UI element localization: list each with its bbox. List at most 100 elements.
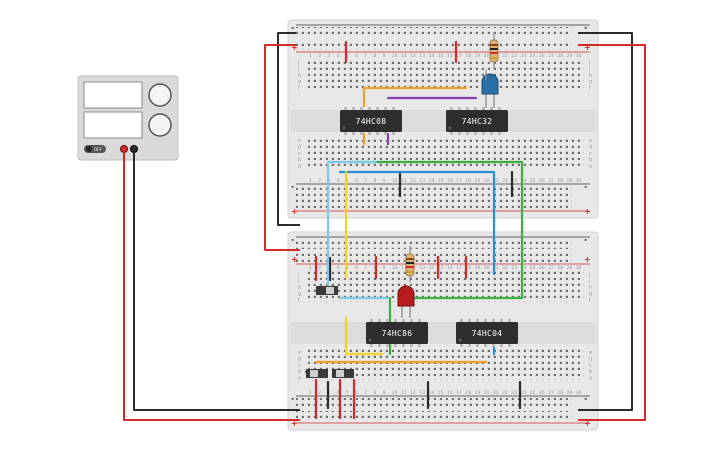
- row-letter: e: [589, 350, 592, 356]
- row-letter: h: [589, 73, 592, 79]
- column-number: 30: [576, 390, 582, 396]
- row-letter: c: [298, 151, 301, 157]
- column-number: 25: [530, 53, 536, 59]
- column-number: 6: [355, 53, 358, 59]
- column-number: 29: [567, 265, 573, 271]
- column-number: 14: [429, 390, 435, 396]
- ic-chip-74hc86[interactable]: 74HC86: [366, 319, 428, 347]
- column-number: 18: [465, 390, 471, 396]
- column-number: 20: [484, 265, 490, 271]
- row-letter: e: [589, 138, 592, 144]
- column-number: 17: [456, 390, 462, 396]
- row-letter: g: [298, 291, 301, 297]
- column-number: 1: [309, 265, 312, 271]
- row-letter: a: [298, 376, 301, 382]
- column-number: 23: [511, 178, 517, 184]
- column-number: 9: [383, 53, 386, 59]
- row-letter: i: [589, 278, 590, 284]
- column-number: 10: [392, 265, 398, 271]
- column-number: 9: [383, 178, 386, 184]
- column-number: 14: [429, 53, 435, 59]
- led-red[interactable]: [397, 285, 415, 318]
- column-number: 2: [318, 265, 321, 271]
- column-number: 21: [493, 265, 499, 271]
- column-number: 21: [493, 178, 499, 184]
- column-number: 8: [373, 178, 376, 184]
- column-number: 1: [309, 390, 312, 396]
- column-number: 28: [557, 178, 563, 184]
- row-letter: d: [298, 356, 301, 362]
- column-number: 19: [475, 53, 481, 59]
- column-number: 10: [392, 178, 398, 184]
- column-number: 22: [502, 265, 508, 271]
- row-letter: b: [298, 157, 301, 163]
- column-number: 14: [429, 265, 435, 271]
- column-number: 16: [447, 178, 453, 184]
- column-number: 16: [447, 265, 453, 271]
- column-number: 6: [355, 265, 358, 271]
- ic-chip-74hc04[interactable]: 74HC04: [456, 319, 518, 347]
- current-knob[interactable]: [148, 113, 172, 137]
- column-number: 24: [521, 178, 527, 184]
- column-number: 12: [410, 53, 416, 59]
- rail-plus-label: +: [291, 207, 298, 216]
- column-number: 4: [337, 390, 340, 396]
- column-number: 7: [364, 53, 367, 59]
- column-number: 15: [438, 178, 444, 184]
- row-letter: b: [298, 369, 301, 375]
- led-blue[interactable]: [481, 70, 499, 108]
- column-number: 19: [475, 390, 481, 396]
- column-number: 6: [355, 390, 358, 396]
- slide-switch-a[interactable]: [306, 369, 328, 378]
- power-supply[interactable]: OFF: [77, 75, 179, 161]
- resistor-bottom[interactable]: [405, 246, 415, 282]
- column-number: 29: [567, 53, 573, 59]
- row-letter: h: [589, 285, 592, 291]
- column-number: 27: [548, 265, 554, 271]
- column-number: 23: [511, 390, 517, 396]
- resistor-top[interactable]: [489, 32, 499, 68]
- rail-plus-label: +: [291, 419, 298, 428]
- column-number: 26: [539, 178, 545, 184]
- ic-chip-74hc08[interactable]: 74HC08: [340, 107, 402, 135]
- rail-minus-label: -: [584, 23, 587, 32]
- column-number: 29: [567, 390, 573, 396]
- column-number: 27: [548, 53, 554, 59]
- column-number: 18: [465, 53, 471, 59]
- column-number: 16: [447, 53, 453, 59]
- column-number: 13: [419, 53, 425, 59]
- column-numbers: 1234567891011121314151617181920212223242…: [309, 53, 582, 59]
- column-number: 16: [447, 390, 453, 396]
- column-number: 24: [521, 390, 527, 396]
- column-number: 20: [484, 390, 490, 396]
- row-letter: g: [298, 79, 301, 85]
- row-letter: d: [589, 356, 592, 362]
- column-numbers: 1234567891011121314151617181920212223242…: [309, 390, 582, 396]
- voltage-knob[interactable]: [148, 83, 172, 107]
- rail-jumpers: [314, 40, 522, 420]
- ic-chip-74hc32[interactable]: 74HC32: [446, 107, 508, 135]
- chip-label: 74HC08: [356, 117, 387, 126]
- slide-switch-b[interactable]: [332, 369, 354, 378]
- column-number: 30: [576, 53, 582, 59]
- row-letter: j: [588, 272, 590, 278]
- column-number: 17: [456, 53, 462, 59]
- rail-plus-label: +: [584, 43, 591, 52]
- slide-switch-top[interactable]: [316, 286, 338, 295]
- column-number: 8: [373, 53, 376, 59]
- column-number: 8: [373, 390, 376, 396]
- column-number: 30: [576, 265, 582, 271]
- column-number: 15: [438, 265, 444, 271]
- row-letter: a: [589, 376, 592, 382]
- row-letter: f: [298, 298, 300, 304]
- rail-minus-label: -: [291, 235, 294, 244]
- column-number: 22: [502, 53, 508, 59]
- column-number: 15: [438, 390, 444, 396]
- column-number: 13: [419, 390, 425, 396]
